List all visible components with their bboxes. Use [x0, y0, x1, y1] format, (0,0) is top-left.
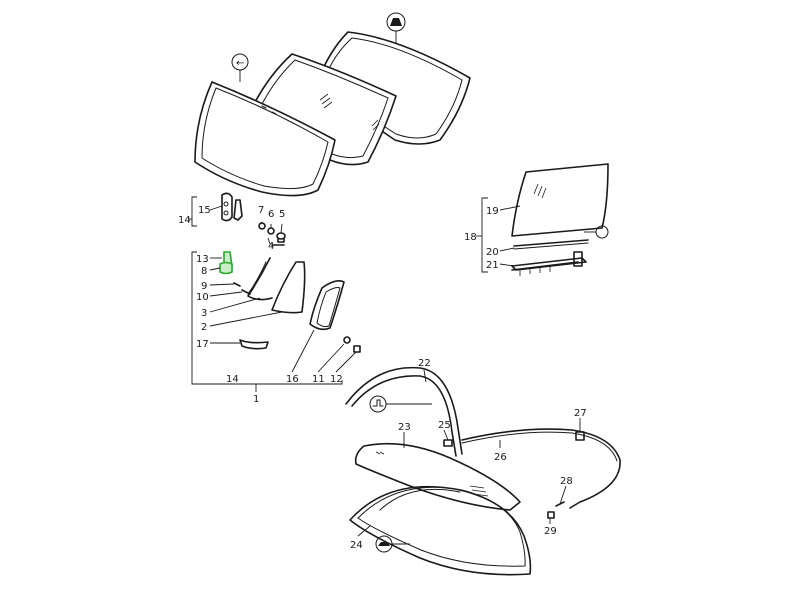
- latch-part-13-highlighted[interactable]: [219, 251, 233, 275]
- roll-bar-trim-part-22[interactable]: [345, 366, 463, 457]
- callout-2: 2: [201, 322, 207, 333]
- callout-29: 29: [544, 526, 557, 537]
- targa-variant-symbol-upper: [369, 395, 432, 413]
- callout-19: 19: [486, 206, 499, 217]
- callout-12: 12: [330, 374, 343, 385]
- spring-part-9[interactable]: [233, 282, 241, 287]
- clip-part-25[interactable]: [443, 439, 453, 447]
- seal-part-17[interactable]: [239, 339, 269, 350]
- svg-text:←: ←: [236, 58, 244, 69]
- leader-lines: [209, 205, 581, 537]
- callout-24: 24: [350, 540, 363, 551]
- callout-22: 22: [418, 358, 431, 369]
- seal-strip-part-20[interactable]: [513, 239, 589, 250]
- door-glass-part-19[interactable]: [511, 163, 609, 237]
- callout-17: 17: [196, 339, 209, 350]
- windshield-variant-symbol: ←: [231, 53, 249, 82]
- knob-part-5[interactable]: [276, 232, 286, 243]
- windshield-front[interactable]: [194, 81, 336, 197]
- clip-part-29[interactable]: [547, 511, 555, 519]
- callout-18: 18: [464, 232, 477, 243]
- callout-20: 20: [486, 247, 499, 258]
- callout-10: 10: [196, 292, 209, 303]
- seal-part-16[interactable]: [309, 280, 345, 331]
- targa-variant-symbol-lower: [375, 535, 410, 553]
- vent-glass-part-2[interactable]: [271, 261, 306, 314]
- callout-11: 11: [312, 374, 325, 385]
- rear-window-part-23[interactable]: [354, 442, 521, 511]
- clip-part-27[interactable]: [575, 431, 585, 441]
- window-regulator-part-21[interactable]: [511, 251, 587, 276]
- callout-26: 26: [494, 452, 507, 463]
- door-glass-variant-symbol: [584, 225, 609, 239]
- callout-23: 23: [398, 422, 411, 433]
- callout-6: 6: [268, 209, 274, 220]
- callout-8: 8: [201, 266, 207, 277]
- callout-15: 15: [198, 205, 211, 216]
- callout-16: 16: [286, 374, 299, 385]
- callout-14-top: 14: [178, 215, 191, 226]
- callout-7: 7: [258, 205, 264, 216]
- washer-part-6[interactable]: [267, 227, 275, 235]
- vent-frame-part-3[interactable]: [247, 257, 273, 301]
- seal-part-24[interactable]: [349, 485, 532, 576]
- callout-3: 3: [201, 308, 207, 319]
- callout-21: 21: [486, 260, 499, 271]
- callout-28: 28: [560, 476, 573, 487]
- knob-part-12[interactable]: [353, 345, 361, 353]
- knob-part-11[interactable]: [343, 336, 351, 344]
- callout-labels: 14 15 7 6 5 4 13 8 9 10 3 2 17 16 11 12 …: [178, 205, 587, 551]
- callout-27: 27: [574, 408, 587, 419]
- callout-13: 13: [196, 254, 209, 265]
- callout-1: 1: [253, 394, 259, 405]
- callout-9: 9: [201, 281, 207, 292]
- seal-strip-part-26[interactable]: [461, 428, 621, 509]
- callout-5: 5: [279, 209, 285, 220]
- callout-4: 4: [268, 241, 274, 252]
- hinge-part-15[interactable]: [221, 192, 243, 222]
- callout-25: 25: [438, 420, 451, 431]
- callout-14-bottom: 14: [226, 374, 239, 385]
- rear-window-variant-symbol: [386, 12, 406, 44]
